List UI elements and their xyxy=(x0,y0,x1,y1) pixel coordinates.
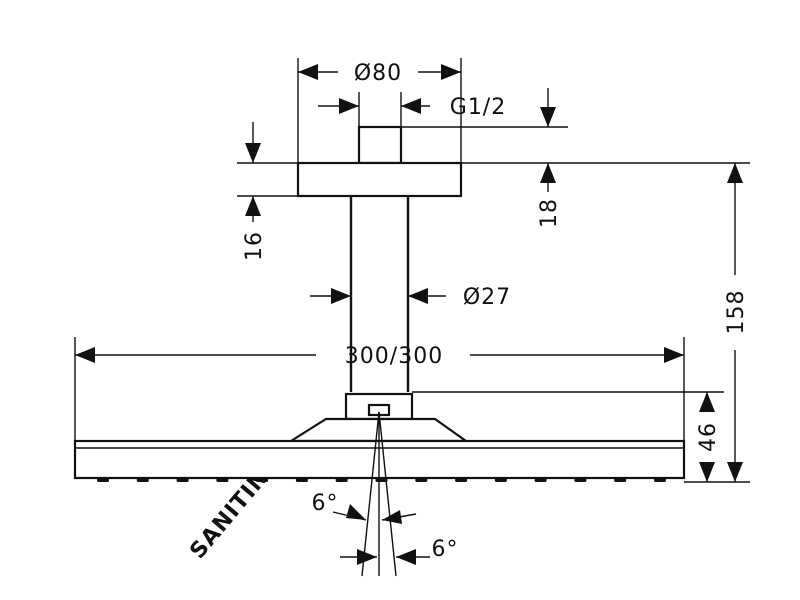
arrow-head xyxy=(298,64,318,80)
label-flange-height: 18 xyxy=(537,198,562,228)
arrow-head xyxy=(245,143,261,163)
arrow-head xyxy=(408,288,428,304)
arrow-head xyxy=(382,510,402,524)
label-pipe-diameter: Ø27 xyxy=(463,285,511,310)
arrow-head xyxy=(540,163,556,183)
arrow-head xyxy=(664,347,684,363)
label-flange-offset: 16 xyxy=(242,231,267,261)
arrow-head xyxy=(401,98,421,114)
angle-line-left xyxy=(361,411,380,577)
arrow-head xyxy=(339,98,359,114)
nozzle-row xyxy=(97,478,666,482)
nozzle xyxy=(97,478,109,482)
shower-assembly xyxy=(73,125,686,482)
arrow-head xyxy=(699,392,715,412)
dimension-labels: Ø80 G1/2 18 16 Ø27 300/300 158 46 6° 6° xyxy=(242,61,749,562)
nozzle xyxy=(455,478,468,482)
arrow-head xyxy=(727,163,743,183)
label-thread: G1/2 xyxy=(450,95,506,120)
arrow-head xyxy=(699,462,715,482)
label-angle-right: 6° xyxy=(432,537,459,562)
arrow-head xyxy=(245,196,261,216)
arrow-head xyxy=(346,504,366,520)
nozzle xyxy=(216,478,229,482)
label-top-diameter: Ø80 xyxy=(354,61,402,86)
arrow-head xyxy=(396,549,416,565)
nozzle xyxy=(614,478,627,482)
ceiling-flange xyxy=(296,161,463,198)
arrow-head xyxy=(727,462,743,482)
arrow-head xyxy=(357,549,377,565)
thread-nipple xyxy=(357,125,403,165)
arrow-head xyxy=(441,64,461,80)
nozzle xyxy=(335,478,348,482)
arrow-head xyxy=(331,288,351,304)
angle-line-right xyxy=(378,411,397,577)
nozzle xyxy=(256,478,269,482)
arrow-head xyxy=(540,107,556,127)
nozzle xyxy=(295,478,308,482)
label-total-height: 158 xyxy=(724,290,749,335)
label-angle-left: 6° xyxy=(312,491,339,516)
nozzle xyxy=(494,478,507,482)
dimension-lines xyxy=(74,58,750,577)
label-head-height: 46 xyxy=(696,422,721,452)
nozzle xyxy=(534,478,547,482)
label-head-width: 300/300 xyxy=(345,344,443,369)
nozzle xyxy=(415,478,428,482)
arrow-head xyxy=(75,347,95,363)
nozzle xyxy=(136,478,149,482)
nozzle xyxy=(654,478,666,482)
nozzle xyxy=(176,478,189,482)
nozzle xyxy=(574,478,587,482)
